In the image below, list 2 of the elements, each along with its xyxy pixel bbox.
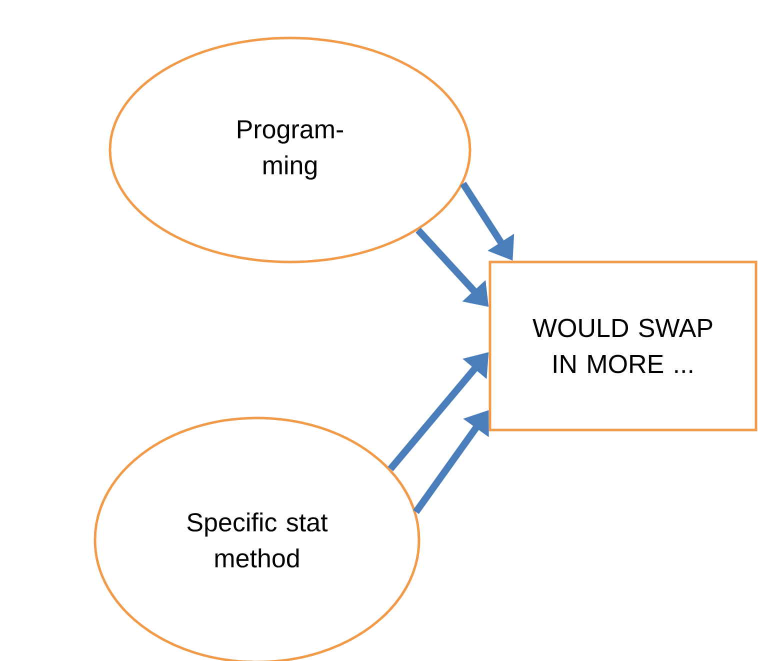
process-box: WOULD SWAP IN MORE ... bbox=[488, 260, 758, 432]
ellipse-node: Program- ming bbox=[108, 36, 472, 264]
